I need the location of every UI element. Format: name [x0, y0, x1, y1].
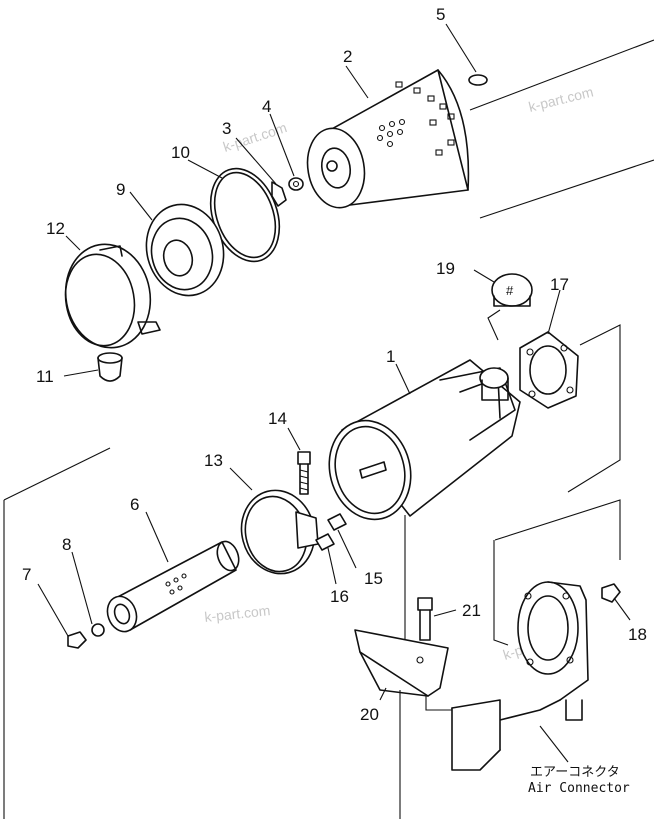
callout-15: 15 — [364, 569, 383, 588]
seal-ring — [468, 74, 488, 86]
cover — [64, 243, 161, 349]
spacer-nut — [315, 513, 347, 551]
callout-14: 14 — [268, 409, 287, 428]
callout-17: 17 — [550, 275, 569, 294]
callout-21: 21 — [462, 601, 481, 620]
bolt — [417, 597, 433, 641]
band — [240, 489, 319, 575]
callout-4: 4 — [262, 97, 271, 116]
dust-indicator: # — [487, 273, 533, 341]
callout-12: 12 — [46, 219, 65, 238]
air-connector — [451, 581, 589, 771]
watermark: k-part.com — [527, 83, 595, 115]
callout-9: 9 — [116, 180, 125, 199]
washer — [91, 623, 105, 637]
watermark: k-part.com — [204, 602, 271, 625]
callout-20: 20 — [360, 705, 379, 724]
callout-18: 18 — [628, 625, 647, 644]
callout-6: 6 — [130, 495, 139, 514]
callout-11: 11 — [36, 367, 54, 386]
outer-element — [306, 69, 470, 209]
callout-13: 13 — [204, 451, 223, 470]
callout-5: 5 — [436, 5, 445, 24]
clip — [271, 181, 287, 207]
air-cleaner-body — [328, 359, 521, 521]
callout-2: 2 — [343, 47, 352, 66]
callout-1: 1 — [386, 347, 395, 366]
callout-10: 10 — [171, 143, 190, 162]
inner-element — [106, 540, 240, 633]
bolt — [297, 451, 311, 495]
nut — [601, 583, 621, 603]
leader-lines — [37, 23, 631, 763]
callout-19: 19 — [436, 259, 455, 278]
dust-valve — [97, 352, 123, 382]
cover-plate — [145, 203, 225, 297]
nut — [67, 631, 87, 649]
callout-3: 3 — [222, 119, 231, 138]
callout-8: 8 — [62, 535, 71, 554]
svg-text:#: # — [506, 283, 514, 298]
callout-7: 7 — [22, 565, 31, 584]
nut — [288, 177, 304, 191]
callout-16: 16 — [330, 587, 349, 606]
bracket — [354, 629, 449, 697]
frame-lines — [3, 39, 654, 819]
air-connector-label-jp: エアーコネクタ — [530, 765, 620, 780]
air-connector-label-en: Air Connector — [528, 781, 630, 796]
flange-gasket — [519, 331, 579, 409]
